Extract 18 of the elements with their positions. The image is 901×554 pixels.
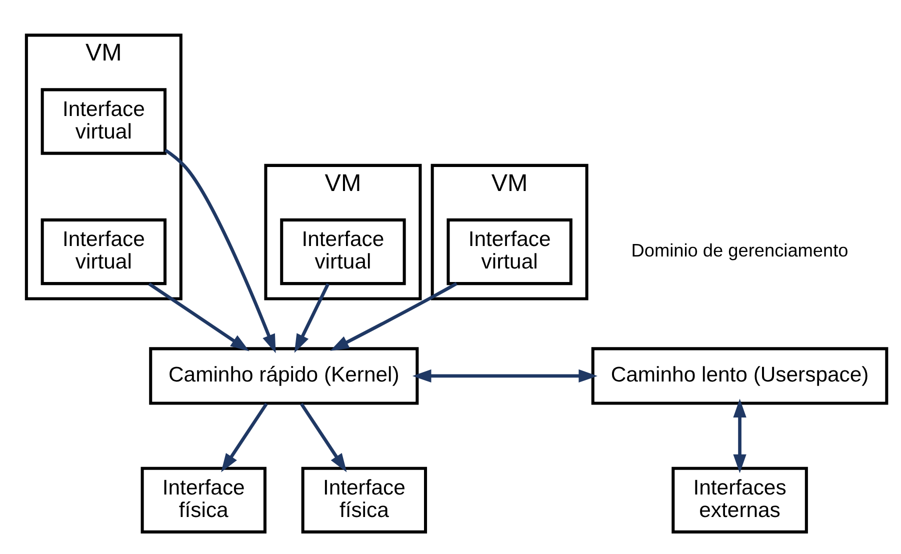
arrow bbox=[412, 368, 598, 382]
arrow bbox=[733, 398, 746, 473]
node-box: Interface virtual bbox=[40, 88, 167, 154]
node-box: Interface física bbox=[140, 466, 266, 533]
arrow bbox=[164, 148, 276, 353]
node-box: Caminho lento (Userspace) bbox=[591, 346, 888, 404]
node-box: Interface virtual bbox=[446, 218, 572, 285]
arrow bbox=[294, 282, 330, 352]
label: Dominio de gerenciamento bbox=[631, 240, 848, 260]
node-box: Interface virtual bbox=[40, 218, 167, 285]
node-box: Caminho rápido (Kernel) bbox=[149, 346, 419, 404]
node-box: Interfaces externas bbox=[672, 466, 808, 533]
arrow bbox=[148, 282, 250, 351]
arrow bbox=[300, 402, 347, 472]
node-box: Interface física bbox=[301, 466, 428, 533]
node-box: Interface virtual bbox=[280, 218, 406, 285]
arrow bbox=[330, 282, 458, 350]
arrow bbox=[221, 402, 268, 472]
